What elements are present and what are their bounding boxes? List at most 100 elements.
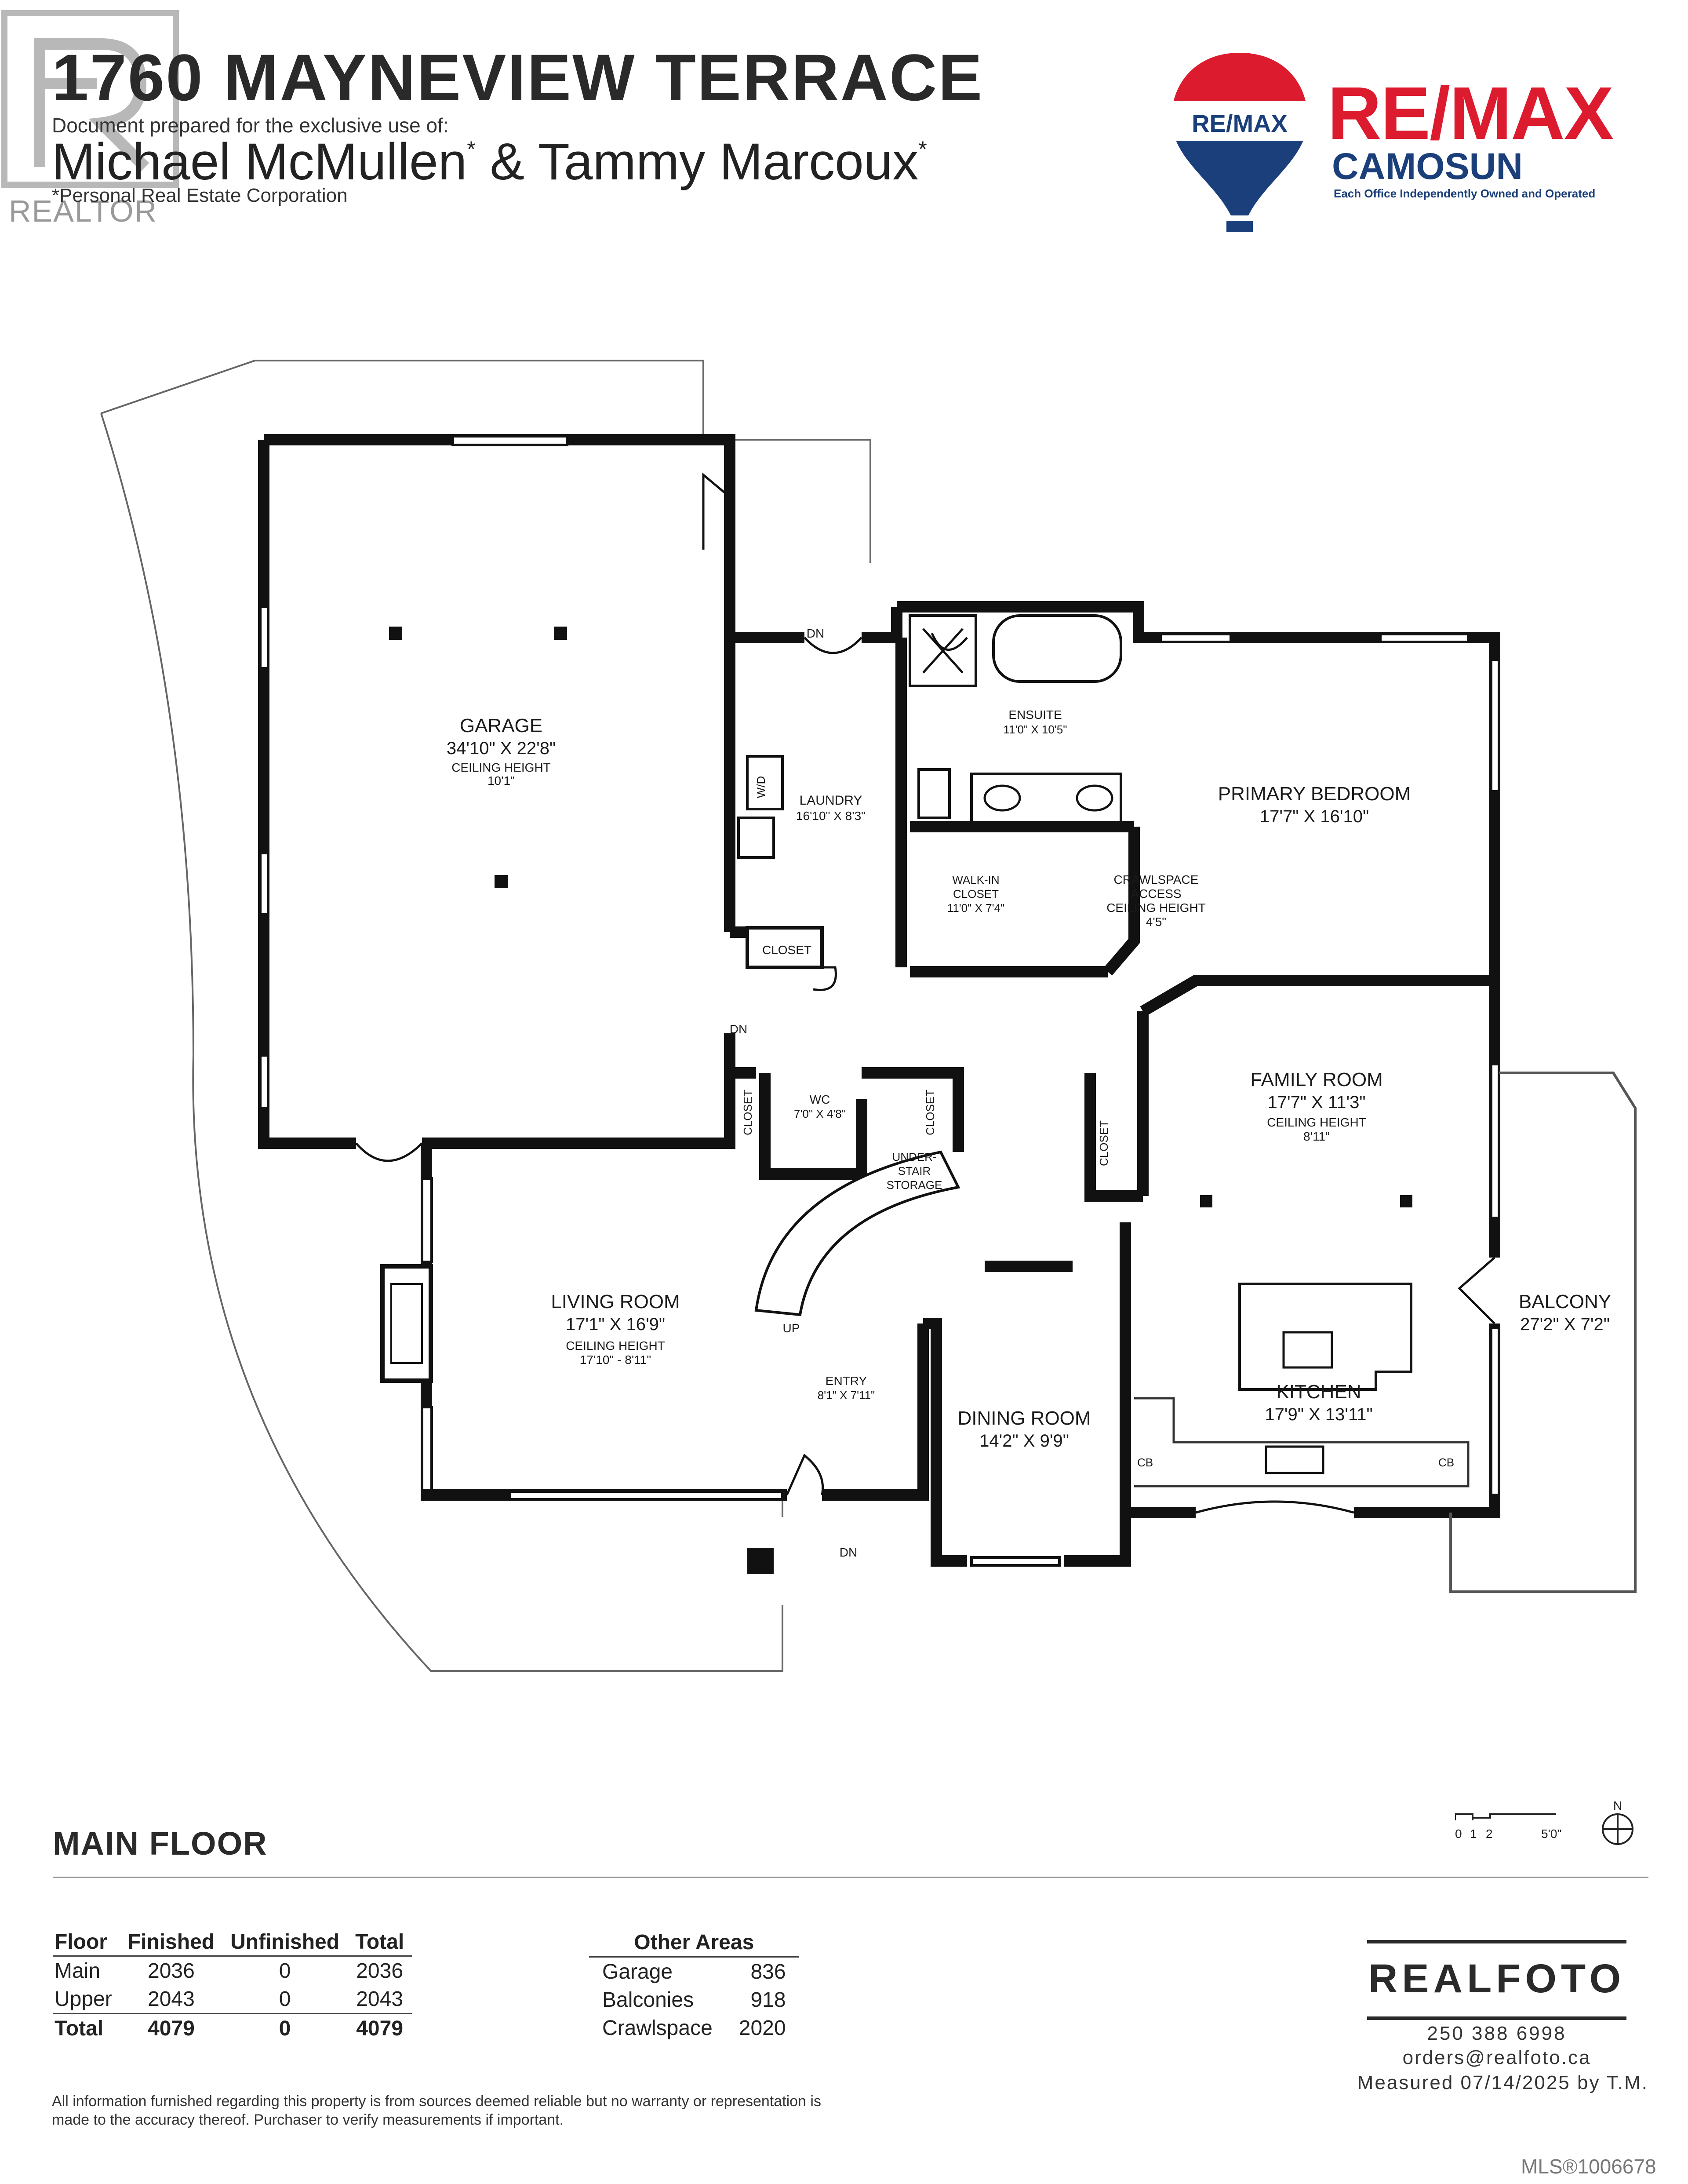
- sink-icon: [1265, 1445, 1324, 1474]
- table-cell: 2043: [356, 1987, 404, 2011]
- table-cell: 2020: [738, 2016, 786, 2040]
- table-cell: 0: [222, 2013, 348, 2042]
- doors: [355, 472, 1495, 1514]
- table-cell: 836: [750, 1960, 786, 1983]
- scale-and-compass: 0 1 2 5'0" N: [1455, 1799, 1633, 1845]
- table-total-row: Total 4079 0 4079: [53, 2013, 412, 2042]
- other-areas-table: Other Areas Garage 836 Balconies 918 Cra…: [589, 1928, 799, 2042]
- up-label-stair: UP: [783, 1321, 800, 1335]
- closet-label-family: CLOSET: [1097, 1120, 1110, 1166]
- entry-label: ENTRY: [826, 1374, 867, 1388]
- table-header: Unfinished: [222, 1928, 348, 1957]
- cb-label-left: CB: [1137, 1456, 1153, 1469]
- remax-balloon-logo: RE/MAX: [1171, 53, 1308, 232]
- realtor-logo: [1, 10, 179, 188]
- living-room-size: 17'1" X 16'9": [566, 1315, 665, 1334]
- toilet-icon: [917, 768, 951, 819]
- primary-bedroom-label: PRIMARY BEDROOM: [1218, 783, 1411, 805]
- compass-north-label: N: [1613, 1799, 1622, 1812]
- bathtub-icon: [992, 614, 1122, 683]
- scale-tick-2: 2: [1486, 1827, 1493, 1841]
- room-labels: GARAGE 34'10" X 22'8" CEILING HEIGHT 10'…: [447, 627, 1611, 1559]
- agent-1-asterisk: *: [467, 137, 476, 161]
- garage-posts: [389, 627, 1412, 1574]
- realfoto-phone: 250 388 6998: [1427, 2023, 1567, 2044]
- table-row: Main 2036 0 2036: [53, 1956, 412, 1985]
- closet-label-laundry: CLOSET: [762, 943, 811, 957]
- brokerage-name: RE/MAX: [1328, 72, 1614, 155]
- ensuite-size: 11'0" X 10'5": [1003, 723, 1067, 736]
- family-room-label: FAMILY ROOM: [1250, 1069, 1383, 1090]
- mls-number: MLS®1006678: [1521, 2155, 1656, 2178]
- table-cell: 918: [750, 1988, 786, 2012]
- kitchen-counter: [1134, 1397, 1470, 1488]
- laundry-label: LAUNDRY: [800, 793, 862, 808]
- brokerage-tagline: Each Office Independently Owned and Oper…: [1334, 187, 1596, 200]
- scale-tick-1: 1: [1470, 1827, 1477, 1841]
- dining-room-label: DINING ROOM: [957, 1407, 1091, 1429]
- site-outline: [100, 360, 871, 1672]
- family-room-ceiling: CEILING HEIGHT: [1267, 1116, 1366, 1129]
- living-room-ceiling-value: 17'10" - 8'11": [580, 1353, 651, 1367]
- family-room-ceiling-value: 8'11": [1303, 1130, 1330, 1143]
- realtor-watermark-text: REALTOR: [9, 194, 158, 228]
- dn-label-hall: DN: [730, 1022, 747, 1036]
- section-divider: [53, 1877, 1648, 1878]
- table-cell: Crawlspace: [602, 2016, 713, 2040]
- table-cell: 2036: [148, 1959, 195, 1983]
- table-header: Finished: [120, 1928, 223, 1957]
- corporation-note: *Personal Real Estate Corporation: [52, 185, 348, 206]
- floor-heading: MAIN FLOOR: [53, 1825, 268, 1862]
- understair-label-1: UNDER-: [892, 1150, 936, 1163]
- walk-in-size: 11'0" X 7'4": [947, 901, 1005, 915]
- agent-2-asterisk: *: [918, 137, 927, 161]
- table-row: Crawlspace 2020: [589, 2014, 799, 2042]
- table-cell: Garage: [602, 1960, 673, 1983]
- entry-size: 8'1" X 7'11": [818, 1389, 875, 1402]
- measured-note: Measured 07/14/2025 by T.M.: [1357, 2072, 1648, 2093]
- walk-in-label-1: WALK-IN: [952, 873, 999, 886]
- crawlspace-access: ACCESS: [1131, 887, 1181, 901]
- agent-names: Michael McMullen* & Tammy Marcoux*: [52, 132, 927, 192]
- agent-1-name: Michael McMullen: [52, 133, 467, 191]
- table-cell: 0: [279, 1987, 291, 2011]
- table-row: Balconies 918: [589, 1986, 799, 2014]
- family-room-size: 17'7" X 11'3": [1267, 1093, 1365, 1112]
- table-cell: 2036: [356, 1959, 404, 1983]
- balloon-text: RE/MAX: [1192, 109, 1288, 137]
- garage-label: GARAGE: [460, 715, 542, 737]
- dining-room-size: 14'2" X 9'9": [979, 1431, 1069, 1451]
- washer-dryer-icon: [746, 755, 784, 810]
- table-row: Garage 836: [589, 1957, 799, 1986]
- wc-size: 7'0" X 4'8": [794, 1107, 846, 1120]
- prepared-for-note: Document prepared for the exclusive use …: [52, 114, 449, 137]
- table-header: Total: [347, 1928, 412, 1957]
- table-cell: Main: [55, 1959, 101, 1983]
- realfoto-email: orders@realfoto.ca: [1402, 2047, 1591, 2068]
- scale-tick-0: 0: [1455, 1827, 1462, 1841]
- windows: [259, 435, 1500, 1567]
- wd-label: W/D: [754, 776, 768, 798]
- cb-label-right: CB: [1438, 1456, 1454, 1469]
- laundry-sink-icon: [737, 817, 775, 859]
- table-cell: 4079: [347, 2013, 412, 2042]
- balcony-size: 27'2" X 7'2": [1520, 1315, 1610, 1334]
- balcony-outline: [1449, 1072, 1637, 1593]
- floor-areas-table: Floor Finished Unfinished Total Main 203…: [53, 1928, 412, 2042]
- kitchen-size: 17'9" X 13'11": [1265, 1405, 1372, 1424]
- agent-2-name: Tammy Marcoux: [538, 133, 919, 191]
- crawlspace-ceiling-value: 4'5": [1146, 915, 1166, 929]
- wc-label: WC: [810, 1093, 830, 1106]
- table-header: Other Areas: [589, 1928, 799, 1958]
- primary-bedroom-size: 17'7" X 16'10": [1260, 807, 1369, 826]
- table-cell: Upper: [55, 1987, 112, 2011]
- brokerage-office: CAMOSUN: [1332, 146, 1523, 187]
- understair-label-3: STORAGE: [887, 1178, 942, 1192]
- scale-tick-5: 5'0": [1541, 1827, 1561, 1841]
- table-cell: 0: [279, 1959, 291, 1983]
- table-header: Floor: [53, 1928, 120, 1957]
- agent-connector: &: [475, 133, 538, 191]
- floor-plan: GARAGE 34'10" X 22'8" CEILING HEIGHT 10'…: [100, 360, 1637, 1672]
- table-cell: 4079: [120, 2013, 223, 2042]
- crawlspace-label: CRAWLSPACE: [1114, 873, 1199, 886]
